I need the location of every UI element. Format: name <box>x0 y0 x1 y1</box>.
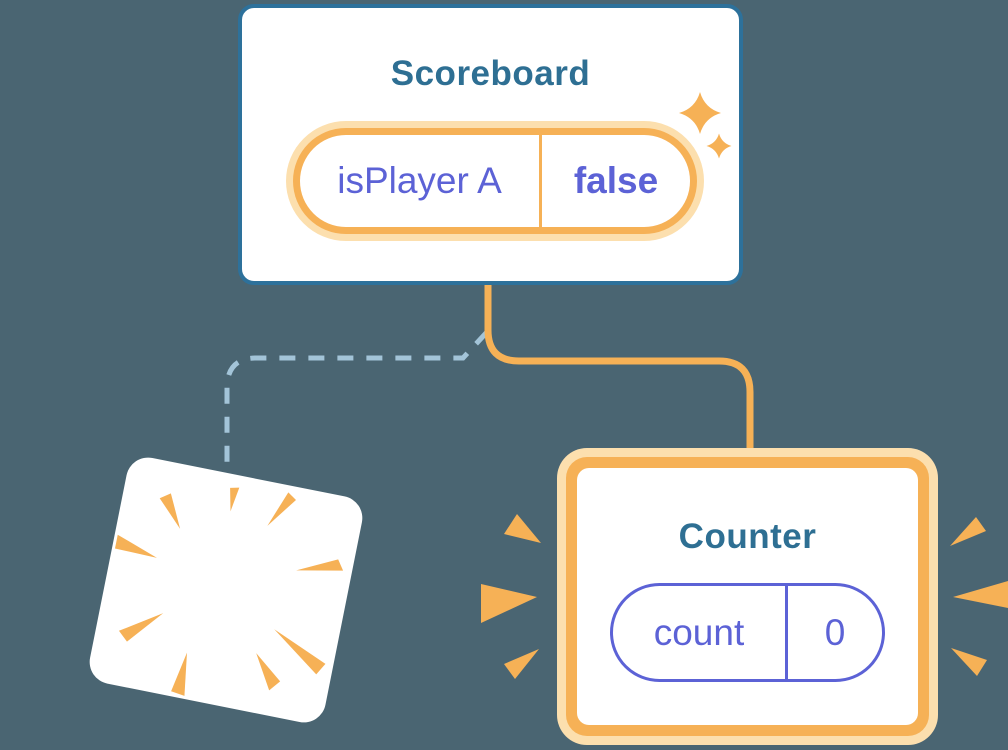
pill-divider <box>539 135 542 227</box>
dashed-connector-line <box>224 330 489 462</box>
removed-component-card <box>85 453 367 727</box>
scoreboard-component-card: Scoreboard isPlayer A false <box>238 4 743 285</box>
counter-card-inner: Counter count 0 <box>577 468 918 725</box>
state-label: isPlayer A <box>337 160 502 201</box>
pill-divider <box>785 586 788 679</box>
scoreboard-state-pill-inner: isPlayer A false <box>300 135 690 227</box>
scoreboard-title: Scoreboard <box>390 54 591 93</box>
scoreboard-state-pill-border: isPlayer A false <box>293 128 697 234</box>
counter-card-border: Counter count 0 <box>566 457 929 736</box>
state-label: count <box>653 611 745 653</box>
state-value: 0 <box>824 611 846 653</box>
scoreboard-state-pill: isPlayer A false <box>286 121 704 241</box>
counter-state-pill: count 0 <box>610 583 885 682</box>
orange-connector-line <box>484 284 754 454</box>
counter-title: Counter <box>678 517 817 556</box>
counter-component-card: Counter count 0 <box>557 448 938 745</box>
poof-burst-icon <box>114 487 344 696</box>
state-value: false <box>573 160 659 201</box>
